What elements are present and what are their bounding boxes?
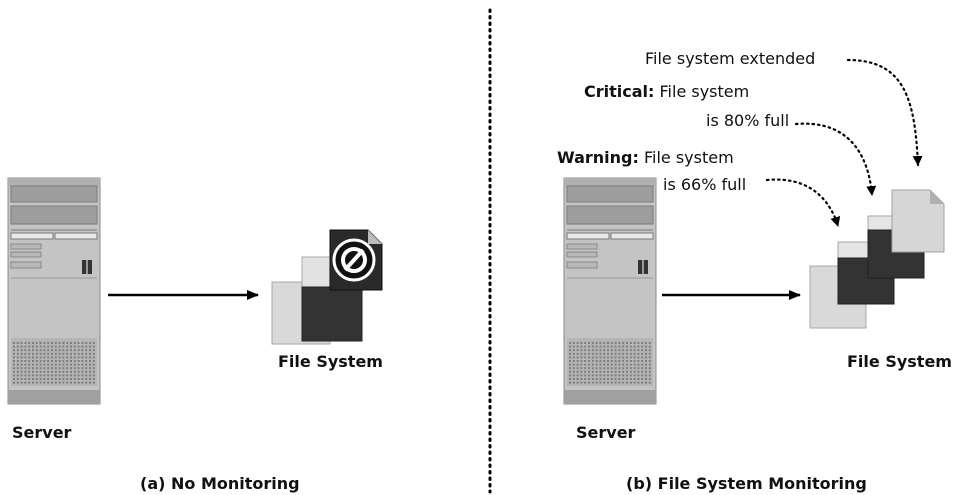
right-filesystem-icon	[809, 189, 945, 329]
left-filesystem-icon	[271, 229, 383, 345]
warning-arrow	[765, 178, 841, 228]
warning-text: File system	[643, 148, 734, 167]
critical-text: File system	[659, 82, 750, 101]
right-server-label: Server	[576, 423, 636, 442]
left-server	[7, 177, 101, 405]
warning-annotation-line1: Warning: File system	[557, 148, 734, 168]
right-filesystem-label: File System	[847, 352, 952, 371]
critical-annotation-line2: is 80% full	[706, 111, 790, 130]
critical-arrow	[794, 122, 877, 197]
critical-annotation-line1: Critical: File system	[584, 82, 749, 102]
warning-annotation-line2: is 66% full	[663, 175, 747, 194]
warning-prefix: Warning:	[557, 148, 639, 167]
critical-prefix: Critical:	[584, 82, 655, 101]
left-caption: (a) No Monitoring	[140, 474, 300, 493]
left-server-label: Server	[12, 423, 72, 442]
extended-arrow	[846, 58, 923, 167]
blocked-icon	[332, 238, 376, 282]
right-caption: (b) File System Monitoring	[626, 474, 867, 493]
right-server	[563, 177, 657, 405]
left-filesystem-label: File System	[278, 352, 383, 371]
extended-annotation: File system extended	[645, 49, 816, 68]
